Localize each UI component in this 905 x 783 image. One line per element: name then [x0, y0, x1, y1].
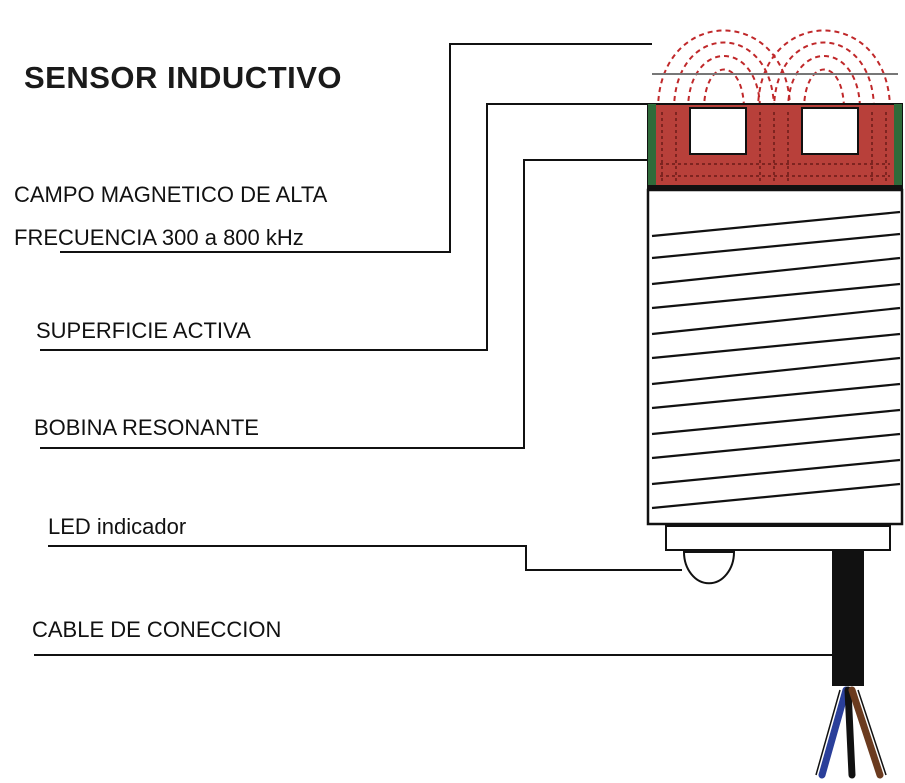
label-resonant-coil: BOBINA RESONANTE: [34, 415, 259, 440]
label-active-surface: SUPERFICIE ACTIVA: [36, 318, 251, 343]
leader-resonant-coil: [40, 159, 648, 449]
label-magnetic-field-line2: FRECUENCIA 300 a 800 kHz: [14, 225, 304, 250]
end-cap: [665, 525, 891, 551]
label-magnetic-field-line1: CAMPO MAGNETICO DE ALTA: [14, 182, 328, 207]
label-connection-cable: CABLE DE CONECCION: [32, 617, 282, 642]
active-surface-core: [647, 103, 903, 191]
cable-wires: [818, 686, 884, 779]
led-indicator: [682, 551, 736, 585]
leader-magnetic-field: [60, 43, 652, 253]
leader-lines: [34, 43, 832, 656]
diagram-title: SENSOR INDUCTIVO: [24, 60, 343, 95]
connection-cable: [832, 550, 864, 686]
label-led-indicator: LED indicador: [48, 514, 187, 539]
leader-led: [48, 545, 682, 571]
leader-active-surface: [40, 103, 648, 351]
housing-body: [646, 188, 904, 526]
